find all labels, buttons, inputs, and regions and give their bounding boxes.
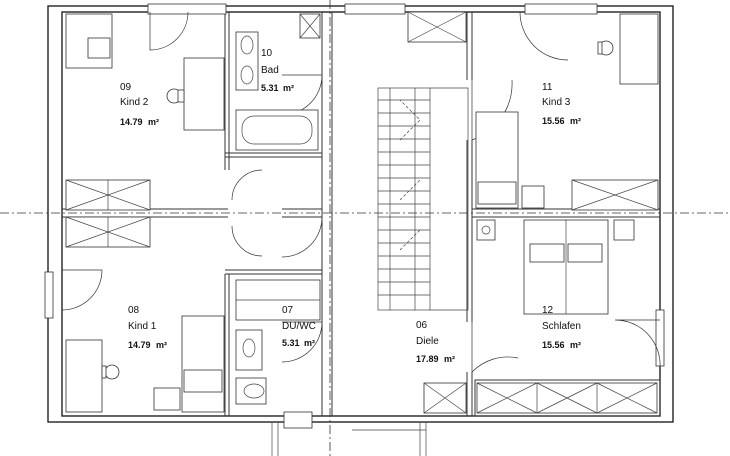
room-area-unit: m²: [156, 340, 167, 350]
room-label-kind-1: 08 Kind 1 14.79 m²: [128, 305, 167, 350]
room-label-du-wc: 07 DU/WC 5.31 m²: [282, 305, 316, 348]
beds: [65, 13, 635, 413]
interior-walls: [62, 12, 661, 417]
room-area-unit: m²: [148, 117, 159, 127]
room-name: Kind 2: [120, 97, 149, 108]
bathroom-fixtures: [235, 13, 321, 405]
room-number: 06: [416, 320, 428, 331]
room-name: DU/WC: [282, 321, 316, 332]
room-label-schlafen: 12 Schlafen 15.56 m²: [542, 305, 581, 350]
room-number: 11: [542, 82, 553, 93]
room-number: 12: [542, 305, 554, 316]
windows: [44, 3, 665, 429]
room-label-kind-2: 09 Kind 2 14.79 m²: [120, 82, 159, 127]
wardrobes: [65, 11, 659, 414]
room-area: 15.56: [542, 340, 565, 350]
room-number: 07: [282, 305, 294, 316]
door-swings: [61, 11, 661, 373]
room-area-unit: m²: [283, 83, 294, 93]
room-area-unit: m²: [570, 116, 581, 126]
room-label-kind-3: 11 Kind 3 15.56 m²: [542, 82, 581, 126]
room-area: 15.56: [542, 116, 565, 126]
room-name: Diele: [416, 336, 439, 347]
room-name: Schlafen: [542, 321, 581, 332]
room-name: Kind 3: [542, 97, 571, 108]
room-label-diele: 06 Diele 17.89 m²: [416, 320, 455, 364]
room-area: 5.31: [282, 338, 300, 348]
room-area: 14.79: [120, 117, 143, 127]
room-area-unit: m²: [304, 338, 315, 348]
staircase: [377, 87, 469, 311]
room-name: Bad: [261, 65, 279, 76]
room-area: 17.89: [416, 354, 439, 364]
room-area-unit: m²: [570, 340, 581, 350]
room-number: 09: [120, 82, 132, 93]
room-name: Kind 1: [128, 321, 157, 332]
entrance-lines: [271, 422, 427, 456]
room-label-bad: 10 Bad 5.31 m²: [261, 48, 294, 93]
room-number: 10: [261, 48, 273, 59]
room-area: 14.79: [128, 340, 151, 350]
exterior-walls: [47, 5, 674, 423]
room-number: 08: [128, 305, 140, 316]
desks-and-chairs: [65, 13, 659, 413]
room-area: 5.31: [261, 83, 279, 93]
room-area-unit: m²: [444, 354, 455, 364]
